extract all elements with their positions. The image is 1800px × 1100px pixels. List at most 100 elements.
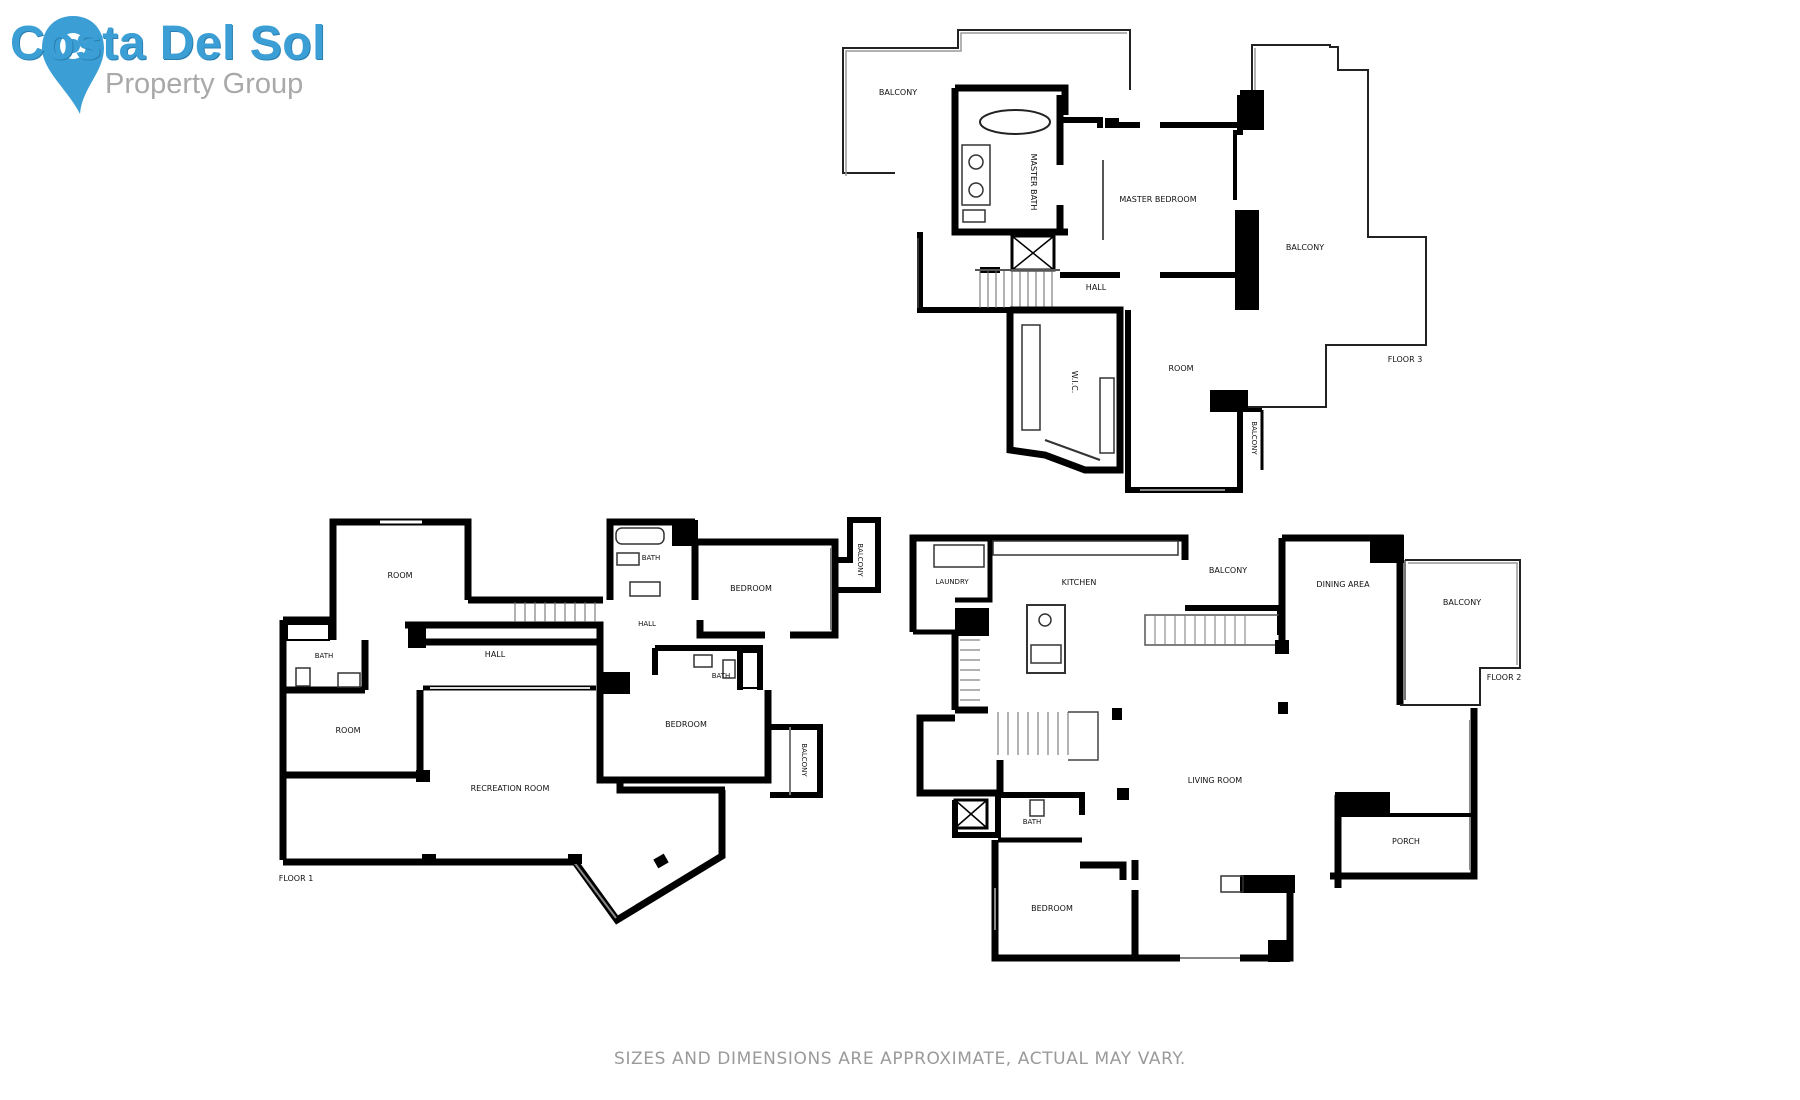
column <box>653 853 669 869</box>
room-label: BALCONY <box>1250 421 1258 455</box>
brand-name: Costa Del Sol <box>10 17 326 70</box>
room-label: BATH <box>712 672 731 680</box>
room-label: BALCONY <box>1286 243 1324 252</box>
sink-icon <box>337 672 361 688</box>
wall <box>695 538 839 639</box>
wall <box>916 714 1004 797</box>
brand-tagline: Property Group <box>105 68 304 100</box>
wall <box>606 518 699 600</box>
wall <box>423 638 622 694</box>
room-label: ROOM <box>335 726 360 735</box>
room-label: BALCONY <box>1209 566 1247 575</box>
appliance <box>933 544 985 568</box>
sink-icon <box>968 182 984 198</box>
room-label: BATH <box>315 652 334 660</box>
column <box>1240 875 1295 893</box>
fireplace-icon <box>1220 875 1244 893</box>
floor-label: FLOOR 1 <box>279 874 314 883</box>
room-label: W.I.C. <box>1070 371 1079 394</box>
column <box>1275 640 1289 654</box>
column <box>672 520 698 546</box>
column <box>1335 792 1390 814</box>
column <box>1278 702 1288 714</box>
wall <box>1125 410 1243 493</box>
wall <box>1400 559 1521 706</box>
room-label: LAUNDRY <box>935 578 969 586</box>
stove-icon <box>1030 644 1062 664</box>
room-label: MASTER BEDROOM <box>1119 195 1196 204</box>
wall <box>596 690 772 794</box>
wall <box>768 724 823 798</box>
toilet-icon <box>295 667 311 687</box>
room-label: RECREATION ROOM <box>471 784 550 793</box>
shower-icon <box>286 623 330 641</box>
kitchen-island <box>1026 604 1066 674</box>
sink-icon <box>1038 613 1052 627</box>
floor-1-plan: ROOM BATH BEDROOM BALCONY HALL HALL BATH… <box>279 517 881 925</box>
room-label: HALL <box>485 650 506 659</box>
column <box>1268 940 1290 962</box>
room-label: BEDROOM <box>730 584 772 593</box>
room-label: LIVING ROOM <box>1188 776 1243 785</box>
wall <box>951 84 1069 236</box>
wall <box>283 790 726 925</box>
floor-label: FLOOR 3 <box>1388 355 1423 364</box>
wall <box>913 538 993 635</box>
wall <box>909 534 1189 632</box>
wall <box>405 596 604 690</box>
toilet-icon <box>962 209 986 223</box>
column <box>1210 390 1248 412</box>
wall <box>952 792 1085 838</box>
bathtub-icon <box>979 109 1051 135</box>
column <box>1235 210 1259 310</box>
room-label: MASTER BATH <box>1029 154 1038 211</box>
stairs <box>1154 615 1246 645</box>
stairs <box>997 712 1069 755</box>
shower-icon <box>740 651 760 689</box>
sink-icon <box>693 654 713 668</box>
toilet-icon <box>722 659 736 679</box>
sink-icon <box>629 581 661 597</box>
balcony-railing <box>845 32 1127 176</box>
column <box>1240 90 1264 130</box>
toilet-icon <box>1029 799 1045 817</box>
closet-shelf <box>1099 377 1115 454</box>
room-label: KITCHEN <box>1062 578 1097 587</box>
wall <box>1006 306 1124 474</box>
room-label: BALCONY <box>879 88 917 97</box>
floor-2-plan: LAUNDRY KITCHEN BALCONY DINING AREA BALC… <box>909 534 1522 962</box>
stairs <box>960 639 980 701</box>
column <box>1117 788 1129 800</box>
balcony-railing <box>1240 44 1427 408</box>
column <box>422 854 436 864</box>
room-label: BALCONY <box>856 543 864 577</box>
room-label: DINING AREA <box>1316 580 1370 589</box>
disclaimer-text: SIZES AND DIMENSIONS ARE APPROXIMATE, AC… <box>614 1049 1186 1069</box>
room-label: BEDROOM <box>1031 904 1073 913</box>
column <box>408 622 426 648</box>
stairs <box>979 270 1053 308</box>
column <box>600 672 630 694</box>
wall <box>991 840 1139 962</box>
countertop <box>992 540 1179 556</box>
wall <box>917 232 1240 313</box>
wall <box>1278 534 1404 705</box>
room-label: PORCH <box>1392 837 1420 846</box>
window <box>573 861 617 919</box>
sink-icon <box>968 154 984 170</box>
room-label: BALCONY <box>1443 598 1481 607</box>
wall <box>1060 95 1243 135</box>
vanity <box>961 144 991 206</box>
room-label: ROOM <box>1168 364 1193 373</box>
room-label: BALCONY <box>800 743 808 777</box>
wall <box>951 632 988 714</box>
floor-label: FLOOR 2 <box>1487 673 1522 682</box>
bathtub-icon <box>615 527 665 545</box>
room-label: HALL <box>1086 283 1107 292</box>
brand-logo: Costa Del Sol Property Group <box>8 8 338 118</box>
location-pin-icon <box>42 16 104 114</box>
room-label: BEDROOM <box>665 720 707 729</box>
room-label: BATH <box>1023 818 1042 826</box>
column <box>568 854 582 864</box>
wall <box>279 616 369 860</box>
